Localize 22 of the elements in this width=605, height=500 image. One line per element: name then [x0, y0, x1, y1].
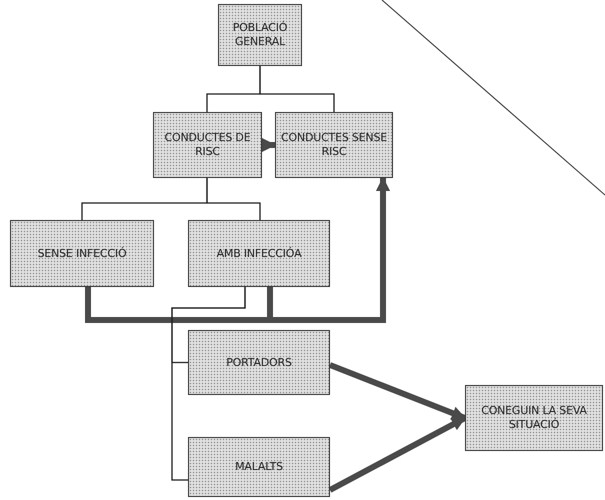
box-label: MALALTS [235, 460, 283, 474]
arrow [328, 362, 466, 421]
connector-line [259, 66, 335, 112]
process-box [275, 112, 393, 178]
process-box [153, 112, 262, 178]
process-box [188, 437, 330, 497]
box-label: POBLACIÓ GENERAL [232, 21, 288, 49]
process-box [188, 220, 330, 287]
process-box [10, 220, 154, 287]
process-box [465, 385, 603, 451]
connector-line [171, 287, 246, 481]
box-label: CONDUCTES DE RISC [164, 131, 252, 159]
box-label: CONDUCTES SENSE RISC [280, 131, 388, 159]
box-label: CONEGUIN LA SEVA SITUACIÓ [480, 404, 588, 432]
connector-line [206, 178, 261, 220]
arrow [262, 138, 276, 152]
process-box [218, 4, 302, 66]
box-label: PORTADORS [226, 356, 292, 370]
process-box [188, 330, 330, 395]
box-label: AMB INFECCIÓA [216, 246, 302, 260]
arrow [328, 415, 466, 493]
box-label: SENSE INFECCIÓ [38, 246, 126, 260]
